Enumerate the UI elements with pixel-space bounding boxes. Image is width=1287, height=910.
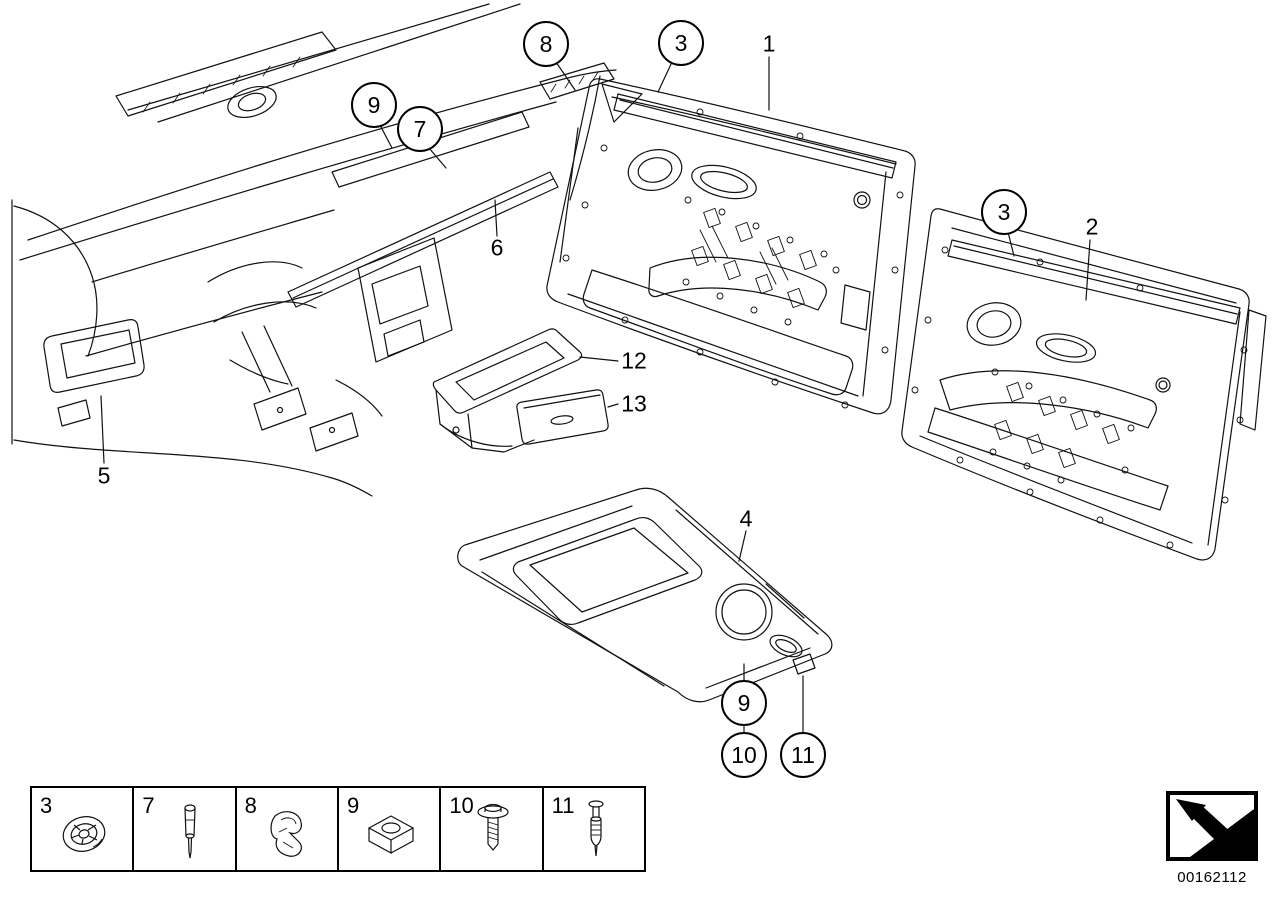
legend-cell-10: 10 bbox=[441, 788, 544, 870]
legend-cell-7: 7 bbox=[134, 788, 237, 870]
spring-clip-icon bbox=[270, 810, 302, 857]
legend-label-10: 10 bbox=[449, 793, 474, 818]
center-console-drawing bbox=[457, 487, 833, 703]
legend-cell-3: 3 bbox=[32, 788, 135, 870]
front-door-panel-drawing bbox=[546, 78, 916, 415]
callout-circle-7[interactable]: 7 bbox=[397, 106, 443, 152]
callout-label-13[interactable]: 13 bbox=[621, 390, 647, 417]
legend-label-9: 9 bbox=[346, 793, 360, 818]
self-tapping-screw-icon bbox=[477, 803, 510, 851]
callout-label-12[interactable]: 12 bbox=[621, 347, 647, 374]
part-number-label: 00162112 bbox=[1177, 869, 1247, 886]
legend-label-11: 11 bbox=[551, 793, 575, 818]
expansion-rivet-icon bbox=[588, 800, 604, 856]
dashboard-drawing bbox=[11, 3, 617, 497]
callout-label-4[interactable]: 4 bbox=[739, 505, 753, 532]
callout-circle-9-dash[interactable]: 9 bbox=[351, 82, 397, 128]
callout-circle-3-front-door[interactable]: 3 bbox=[658, 20, 704, 66]
ashtray-trim-drawing bbox=[432, 328, 609, 453]
legend-cell-11: 11 bbox=[544, 788, 644, 870]
callout-label-1[interactable]: 1 bbox=[762, 30, 776, 57]
legend-cell-9: 9 bbox=[339, 788, 442, 870]
callout-circle-3-rear-door[interactable]: 3 bbox=[981, 189, 1027, 235]
legend-label-3: 3 bbox=[40, 793, 53, 818]
callout-circle-10[interactable]: 10 bbox=[721, 732, 767, 778]
callout-circle-8[interactable]: 8 bbox=[523, 21, 569, 67]
catalog-logo-box bbox=[1166, 791, 1258, 861]
fasteners-legend: 3 7 bbox=[30, 786, 646, 872]
spreading-grommet-icon bbox=[62, 815, 106, 852]
nw-arrow-logo-icon bbox=[1170, 795, 1254, 857]
legend-cell-8: 8 bbox=[237, 788, 339, 870]
legend-label-7: 7 bbox=[142, 793, 155, 818]
callout-label-6[interactable]: 6 bbox=[490, 234, 504, 261]
locating-pin-icon bbox=[184, 804, 197, 858]
cage-nut-icon bbox=[367, 814, 415, 854]
rear-door-panel-drawing bbox=[901, 208, 1267, 561]
callout-circle-9-console[interactable]: 9 bbox=[721, 680, 767, 726]
callout-label-2[interactable]: 2 bbox=[1085, 213, 1099, 240]
legend-label-8: 8 bbox=[244, 793, 257, 818]
callout-label-5[interactable]: 5 bbox=[97, 462, 111, 489]
leader-lines bbox=[100, 56, 1091, 735]
callout-circle-11[interactable]: 11 bbox=[780, 732, 826, 778]
